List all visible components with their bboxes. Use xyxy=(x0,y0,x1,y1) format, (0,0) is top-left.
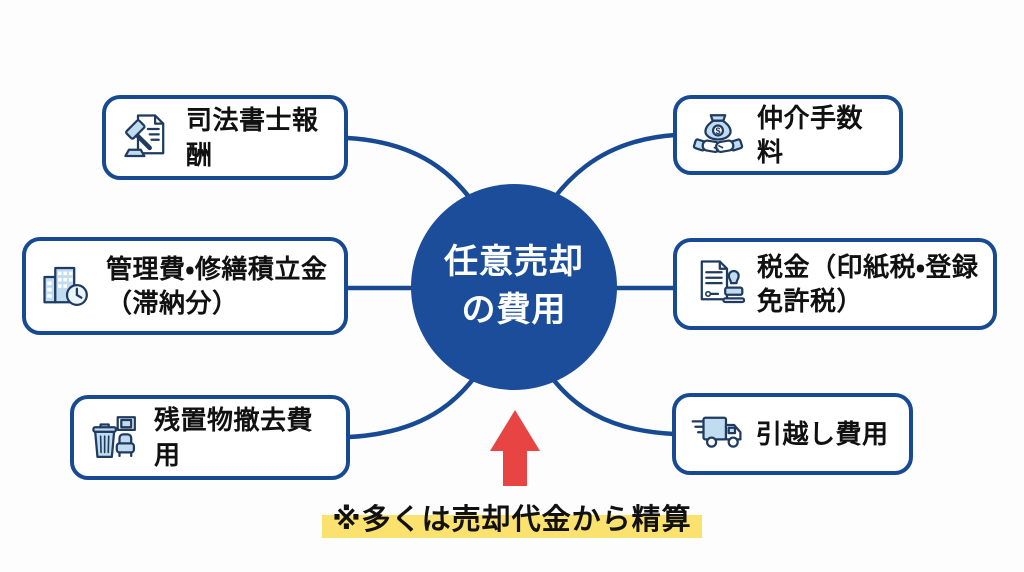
svg-text:$: $ xyxy=(715,126,720,136)
up-arrow-icon xyxy=(487,410,543,488)
footnote-text: ※多くは売却代金から精算 xyxy=(322,494,702,540)
money-bag-handshake-icon: $ xyxy=(691,108,745,162)
node-label: 管理費・修繕積立金 （滞納分） xyxy=(106,252,327,321)
node-tax: 税金（印紙税・登録 免許税） xyxy=(673,238,997,330)
trash-furniture-icon xyxy=(88,411,142,465)
node-brokerage-fee: $ 仲介手数料 xyxy=(673,95,903,175)
node-label: 引越し費用 xyxy=(756,417,889,451)
node-label: 司法書士報酬 xyxy=(186,103,334,172)
gavel-document-icon xyxy=(120,111,174,165)
node-label-line: 免許税） xyxy=(757,286,864,316)
footnote: ※多くは売却代金から精算 xyxy=(0,494,1024,540)
node-management-fee: 管理費・修繕積立金 （滞納分） xyxy=(22,237,348,335)
node-label-line: 税金（印紙税・登録 xyxy=(757,251,979,282)
node-label-line: 仲介手数料 xyxy=(757,102,864,167)
document-stamp-icon xyxy=(691,257,745,311)
node-label-line: 司法書士報酬 xyxy=(186,105,319,170)
moving-truck-icon xyxy=(690,407,744,461)
node-label: 残置物撤去費用 xyxy=(154,403,336,472)
node-label-line: 管理費・修繕積立金 xyxy=(106,253,328,284)
node-judicial-scrivener-fee: 司法書士報酬 xyxy=(102,95,348,180)
center-topic-line2: の費用 xyxy=(461,291,567,329)
node-label: 税金（印紙税・登録 免許税） xyxy=(757,250,978,319)
building-clock-icon xyxy=(40,259,94,313)
node-label-line: 残置物撤去費用 xyxy=(154,405,314,470)
node-label-line: 引越し費用 xyxy=(756,418,889,449)
center-topic-circle: 任意売却 の費用 xyxy=(411,184,617,390)
node-leftover-removal-fee: 残置物撤去費用 xyxy=(70,395,350,480)
node-moving-fee: 引越し費用 xyxy=(672,393,913,475)
node-label: 仲介手数料 xyxy=(757,101,889,170)
node-label-line: （滞納分） xyxy=(106,288,239,318)
center-topic-line1: 任意売却 xyxy=(444,243,584,282)
